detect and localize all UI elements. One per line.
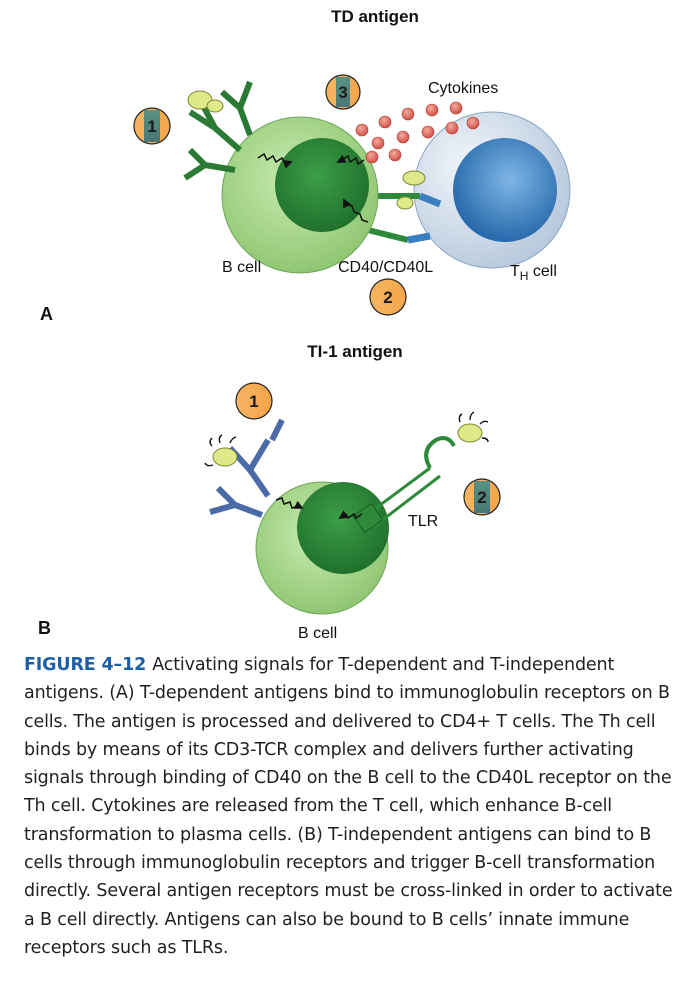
tlr-label: TLR xyxy=(408,513,438,530)
svg-text:1: 1 xyxy=(147,117,156,136)
tlr-receptor xyxy=(352,436,456,534)
cytokines-label: Cytokines xyxy=(428,80,498,97)
b-cell-a xyxy=(221,116,379,274)
caption-text: Activating signals for T-dependent and T… xyxy=(24,655,673,958)
b-cell-b xyxy=(255,481,389,615)
signal-arrows-b xyxy=(275,497,363,520)
cd40-cd40l-connection xyxy=(367,170,442,244)
antigen-b xyxy=(204,434,238,467)
badge-1-a: 1 xyxy=(133,107,171,145)
signal-arrows-a xyxy=(257,152,369,223)
badge-2-a: 2 xyxy=(369,278,407,316)
svg-text:2: 2 xyxy=(477,488,486,507)
cd40-label: CD40/CD40L xyxy=(338,259,433,276)
badge-1-b: 1 xyxy=(235,382,273,420)
b-cell-label-b: B cell xyxy=(298,625,337,642)
b-cell-label-a: B cell xyxy=(222,259,261,276)
th-cell-label: TH cell xyxy=(510,263,557,283)
th-cell xyxy=(413,111,571,269)
svg-text:1: 1 xyxy=(249,392,258,411)
cytokines xyxy=(355,101,480,164)
panel-b-title: TI-1 antigen xyxy=(307,342,402,361)
svg-text:2: 2 xyxy=(383,288,392,307)
figure-diagram: TD antigen xyxy=(38,7,571,642)
antigen-a xyxy=(187,90,224,113)
panel-a-title: TD antigen xyxy=(331,7,419,26)
svg-text:3: 3 xyxy=(338,83,347,102)
badge-3-a: 3 xyxy=(325,74,361,110)
bcr-receptors-b xyxy=(209,418,285,518)
panel-b-letter: B xyxy=(38,618,51,638)
badge-2-b: 2 xyxy=(463,478,501,516)
tlr-ligand xyxy=(457,411,489,443)
panel-a-letter: A xyxy=(40,304,53,324)
figure-label: FIGURE 4–12 xyxy=(24,655,147,675)
bcr-receptors-a xyxy=(183,80,253,181)
